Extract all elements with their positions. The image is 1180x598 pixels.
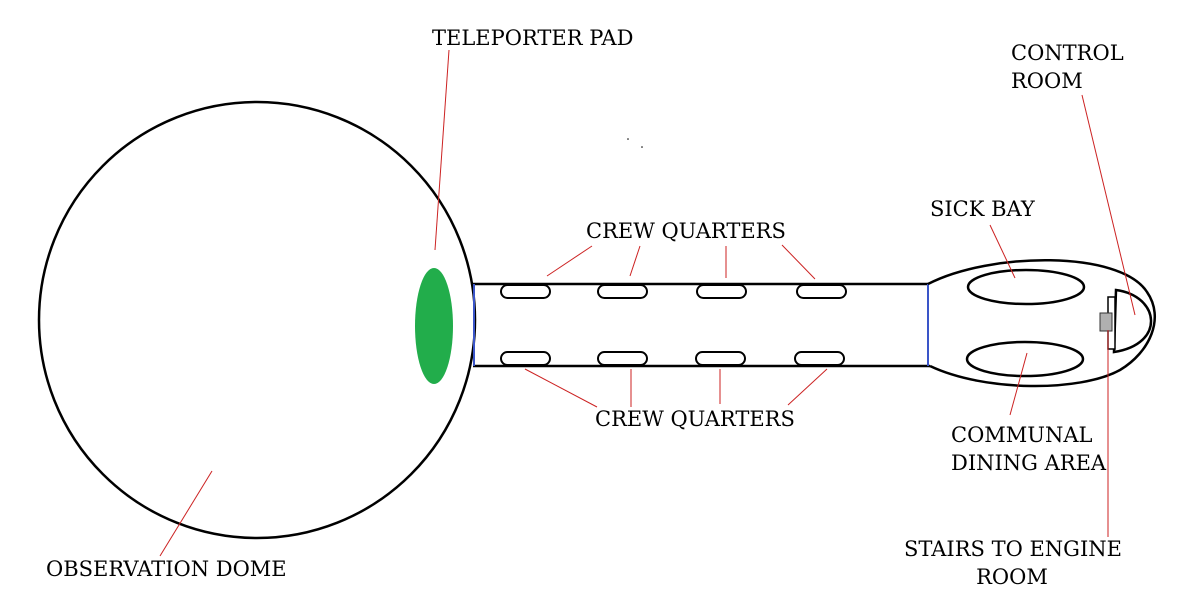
observation-dome-label: OBSERVATION DOME xyxy=(46,557,287,581)
sick-bay-label: SICK BAY xyxy=(930,197,1035,221)
control-room-label-line-1: CONTROL xyxy=(1011,41,1124,65)
leader-lines xyxy=(159,49,1136,557)
control-room xyxy=(1112,288,1153,354)
stairs-label-line-1: STAIRS TO ENGINE xyxy=(904,537,1122,561)
crew-quarters-cabin xyxy=(597,284,648,299)
crew-quarters-cabin xyxy=(796,284,847,299)
sick-bay-room xyxy=(966,268,1086,306)
communal-dining-room xyxy=(965,340,1085,378)
speck xyxy=(627,138,629,140)
stairs-label-line-2: ROOM xyxy=(976,565,1048,589)
crew-quarters-top-label: CREW QUARTERS xyxy=(586,219,786,243)
crew-quarters-leader-line xyxy=(629,245,641,277)
observation-dome-outline xyxy=(37,100,477,540)
observation-dome-leader-line xyxy=(159,470,213,557)
crew-quarters-cabin xyxy=(500,351,551,366)
speck xyxy=(641,146,643,148)
crew-quarters-cabin xyxy=(500,284,551,299)
communal-dining-label: COMMUNAL DINING AREA xyxy=(951,421,1106,477)
crew-quarters-leader-line xyxy=(787,368,828,406)
crew-quarters-cabin xyxy=(696,284,747,299)
stairs-label: STAIRS TO ENGINE ROOM xyxy=(904,535,1122,591)
crew-quarters-bottom-label: CREW QUARTERS xyxy=(595,407,795,431)
crew-quarters-leader-line xyxy=(524,368,598,408)
communal-dining-label-line-1: COMMUNAL xyxy=(951,423,1093,447)
crew-quarters-leader-line xyxy=(781,244,816,280)
control-room-leader-line xyxy=(1081,94,1136,316)
communal-dining-label-line-2: DINING AREA xyxy=(951,451,1107,475)
teleporter-leader-line xyxy=(434,49,450,251)
sick-bay-leader-line xyxy=(989,224,1016,279)
crew-quarters-cabin xyxy=(794,351,845,366)
crew-quarters-cabin xyxy=(695,351,746,366)
crew-quarters-leader-line xyxy=(546,245,593,277)
engine-stairs xyxy=(1099,312,1113,332)
rear-pod-outline xyxy=(927,259,1156,388)
teleporter-pad-label: TELEPORTER PAD xyxy=(432,26,634,50)
dining-leader-line xyxy=(1009,352,1028,416)
control-room-label-line-2: ROOM xyxy=(1011,69,1083,93)
control-room-label: CONTROL ROOM xyxy=(1011,39,1124,95)
teleporter-pad xyxy=(415,268,453,384)
crew-quarters-cabin xyxy=(597,351,648,366)
